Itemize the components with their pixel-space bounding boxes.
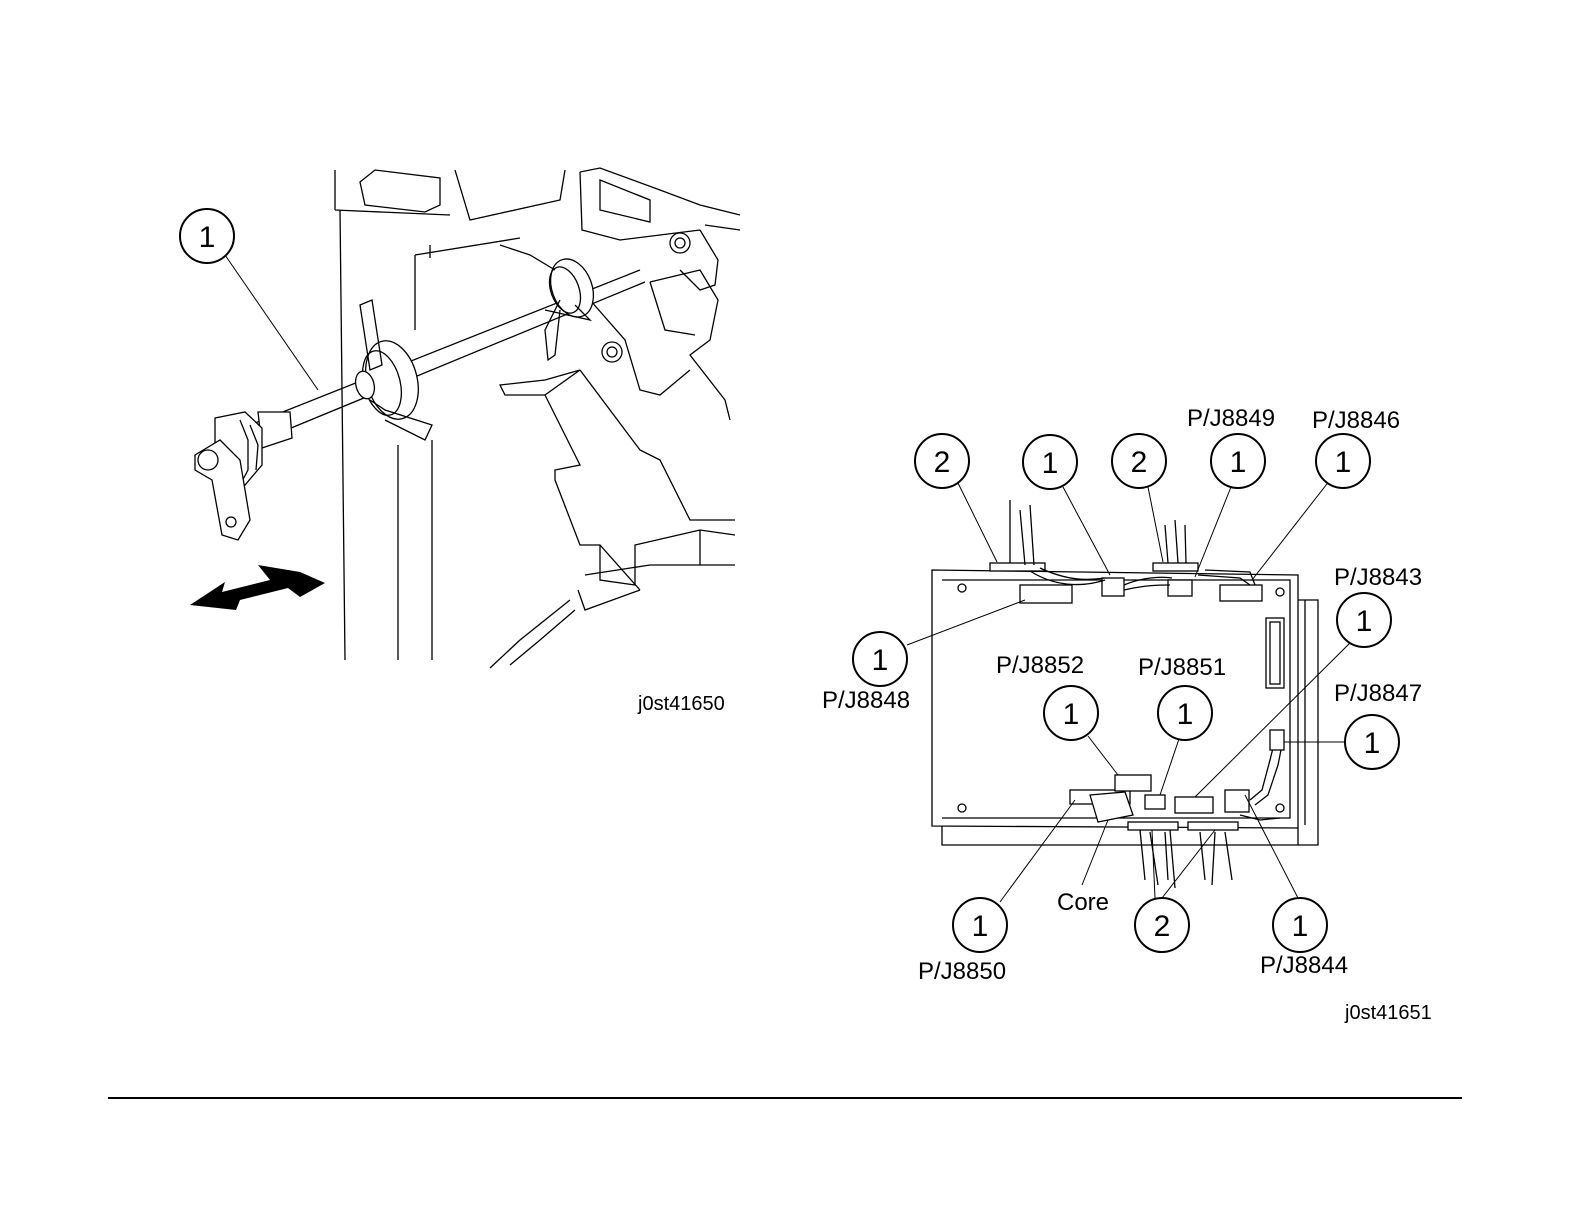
callout-pj8850: 1	[953, 898, 1007, 952]
label-core: Core	[1057, 889, 1109, 916]
svg-text:1: 1	[1177, 698, 1194, 731]
callout-top-connector-mid: 1	[1023, 435, 1077, 489]
removal-direction-arrow	[190, 565, 325, 610]
svg-text:1: 1	[1335, 446, 1352, 479]
label-pj8844: P/J8844	[1260, 952, 1348, 979]
shaft-removal-illustration	[190, 168, 740, 668]
label-pj8847: P/J8847	[1334, 680, 1422, 707]
svg-text:1: 1	[1364, 727, 1381, 760]
callout-pj8851: 1	[1158, 686, 1212, 740]
figure-id-left: j0st41650	[637, 693, 725, 715]
svg-text:1: 1	[1292, 910, 1309, 943]
callout-bottom-clamps: 2	[1135, 898, 1189, 952]
callout-pj8849: 1	[1211, 434, 1265, 488]
svg-text:1: 1	[1042, 447, 1059, 480]
svg-text:1: 1	[1230, 446, 1247, 479]
label-pj8848: P/J8848	[822, 687, 910, 714]
pwb-connector-illustration	[907, 480, 1356, 902]
callout-pj8852: 1	[1044, 686, 1098, 740]
callout-shaft: 1	[180, 209, 234, 263]
label-pj8846: P/J8846	[1312, 407, 1400, 434]
svg-text:1: 1	[972, 910, 989, 943]
callout-top-clamp-right: 2	[1112, 434, 1166, 488]
svg-text:2: 2	[934, 446, 951, 479]
callout-pj8848: 1	[853, 632, 907, 686]
svg-text:1: 1	[872, 644, 889, 677]
figure-id-right: j0st41651	[1344, 1002, 1432, 1024]
callout-pj8843: 1	[1337, 593, 1391, 647]
callout-pj8846: 1	[1316, 434, 1370, 488]
callout-pj8844: 1	[1273, 898, 1327, 952]
label-pj8851: P/J8851	[1138, 654, 1226, 681]
callout-top-clamp-left: 2	[915, 434, 969, 488]
label-pj8850: P/J8850	[918, 958, 1006, 985]
svg-text:2: 2	[1154, 910, 1171, 943]
label-pj8849: P/J8849	[1187, 405, 1275, 432]
label-pj8843: P/J8843	[1334, 564, 1422, 591]
callout-pj8847: 1	[1345, 715, 1399, 769]
label-pj8852: P/J8852	[996, 652, 1084, 679]
svg-text:1: 1	[199, 221, 216, 254]
svg-text:1: 1	[1063, 698, 1080, 731]
svg-text:2: 2	[1131, 446, 1148, 479]
svg-text:1: 1	[1356, 605, 1373, 638]
